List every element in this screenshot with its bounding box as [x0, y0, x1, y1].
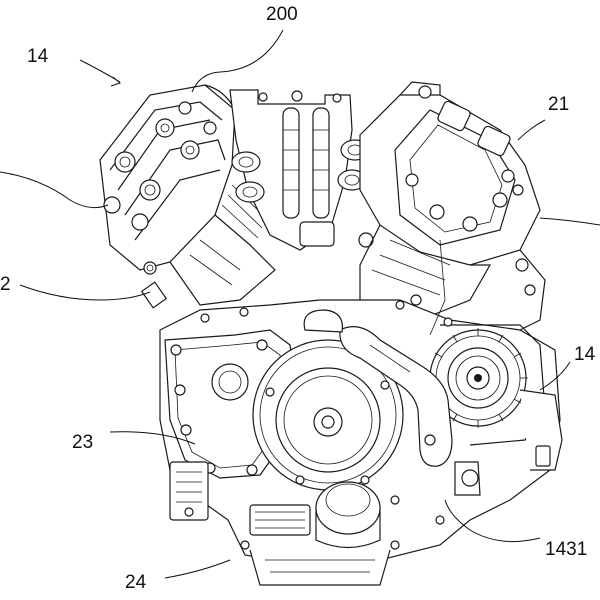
label-2: 2 — [0, 274, 11, 295]
engine-line-art — [99, 81, 563, 586]
label-21: 21 — [548, 94, 569, 115]
leader-21 — [517, 119, 546, 141]
intake-manifold — [229, 89, 374, 251]
label-1431: 1431 — [545, 539, 587, 560]
leader-lines — [0, 29, 600, 579]
right-cylinder-head — [359, 81, 541, 266]
oil-pan — [240, 515, 445, 586]
label-14-top: 14 — [27, 46, 49, 67]
coolant-hose — [303, 239, 453, 467]
leader-left-top — [0, 171, 109, 209]
misc-bolts — [200, 300, 453, 505]
reference-labels: 200 14 21 2 14 23 1431 24 — [0, 4, 596, 593]
oil-filter — [249, 481, 381, 549]
label-24: 24 — [125, 572, 147, 593]
right-mount — [454, 389, 563, 496]
water-pump — [169, 461, 209, 521]
leader-23 — [109, 431, 196, 445]
left-cylinder-head — [99, 84, 236, 275]
leader-24 — [164, 559, 231, 579]
leader-1431 — [444, 499, 541, 543]
label-23: 23 — [72, 432, 93, 453]
leader-14-top — [79, 59, 121, 83]
leader-2 — [19, 284, 151, 301]
label-14-right: 14 — [574, 344, 596, 365]
label-200: 200 — [266, 4, 298, 25]
leader-14-right — [539, 361, 571, 391]
generator-cover — [252, 339, 404, 491]
leader-right-top — [539, 217, 600, 226]
leader-200 — [191, 29, 284, 93]
arrow-14-top — [110, 76, 121, 87]
